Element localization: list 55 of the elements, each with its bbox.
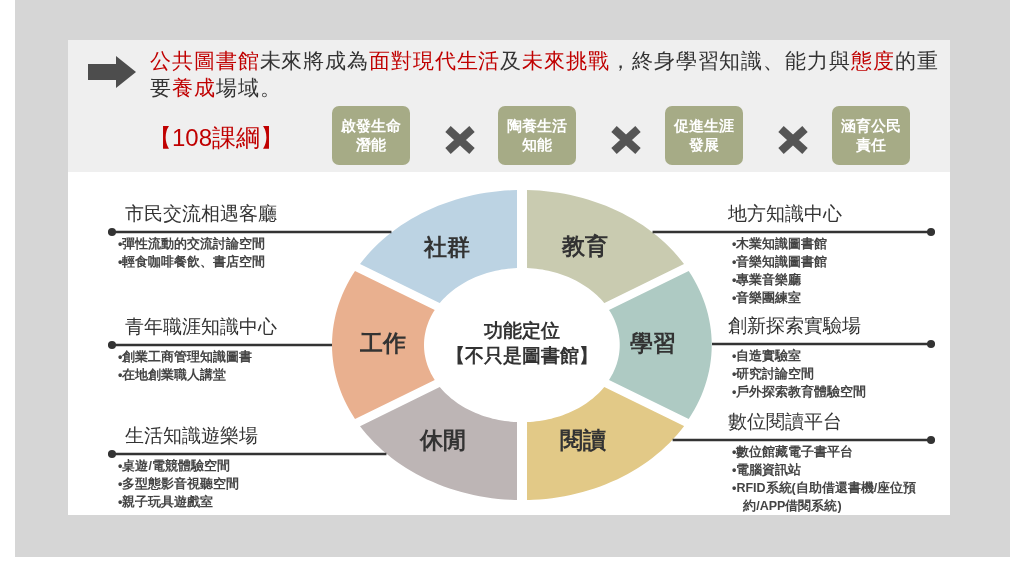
function-category: [108, 424, 358, 511]
keyword-box: 涵育公民責任: [832, 106, 910, 165]
center-text: 功能定位: [483, 319, 561, 343]
function-category: [722, 314, 935, 401]
function-category: [722, 410, 935, 515]
leader-line: [672, 438, 722, 442]
segment-label: 休閒: [420, 425, 466, 455]
bullet-item: •多型態影音視聽空間: [118, 476, 241, 493]
function-category: [108, 315, 323, 384]
segment-label: 工作: [360, 328, 406, 358]
bullet-item: •在地創業職人講堂: [118, 367, 228, 384]
bullet-item: •木業知識圖書館: [732, 236, 829, 253]
category-heading: 青年職涯知識中心: [124, 315, 278, 339]
ring-segment: [609, 271, 712, 419]
bullet-item: •RFID系統(自助借還書機/座位預約/APP借閱系統): [732, 480, 918, 515]
ring-segment: [526, 190, 684, 304]
bullet-item: •專業音樂廳: [732, 272, 803, 289]
title: 公共圖書館未來將成為面對現代生活及未來挑戰，終身學習知識、能力與態度的重要養成場域。: [150, 48, 940, 101]
segment-label: 閱讀: [560, 425, 606, 455]
leader-line: [652, 230, 722, 234]
bullet-item: •彈性流動的交流討論空間: [118, 235, 267, 253]
bullet-item: •創業工商管理知識圖書: [118, 349, 254, 366]
bullet-item: •音樂知識圖書館: [732, 254, 829, 271]
segment-label: 學習: [630, 328, 676, 358]
ring-segment: [360, 190, 517, 304]
bullet-item: •桌遊/電競體驗空間: [118, 458, 231, 475]
keyword-box: 陶養生活知能: [498, 106, 576, 165]
bullet-item: •戶外探索教育體驗空間: [732, 383, 868, 401]
bullet-item: •研究討論空間: [732, 366, 816, 383]
leader-line: [358, 452, 387, 456]
segment-label: 教育: [562, 231, 608, 261]
leader-line: [358, 230, 392, 234]
bullet-item: •自造實驗室: [732, 347, 803, 365]
ring-segment: [332, 271, 435, 419]
bullet-item: •數位館藏電子書平台: [732, 444, 855, 461]
keyword-box: 促進生涯發展: [665, 106, 743, 165]
center-text: 【不只是圖書館】: [445, 344, 599, 368]
ring-segment: [526, 386, 684, 500]
function-category: [108, 202, 358, 271]
bullet-item: •輕食咖啡餐飲、書店空間: [118, 253, 267, 271]
category-heading: 生活知識遊樂場: [124, 424, 259, 448]
category-heading: 地方知識中心: [727, 202, 843, 226]
leader-line: [323, 343, 332, 347]
keyword-box: 啟發生命潛能: [332, 106, 410, 165]
function-category: [722, 202, 935, 307]
curriculum-label: 【108課綱】: [148, 123, 285, 153]
category-heading: 市民交流相遇客廳: [124, 202, 278, 226]
category-heading: 創新探索實驗場: [727, 314, 862, 338]
bullet-item: •電腦資訊站: [732, 462, 803, 479]
bullet-item: •音樂團練室: [732, 289, 803, 307]
bullet-item: •親子玩具遊戲室: [118, 493, 215, 511]
category-heading: 數位閱讀平台: [727, 410, 843, 434]
segment-label: 社群: [424, 232, 470, 262]
leader-line: [712, 342, 722, 346]
ring-segment: [360, 386, 517, 500]
